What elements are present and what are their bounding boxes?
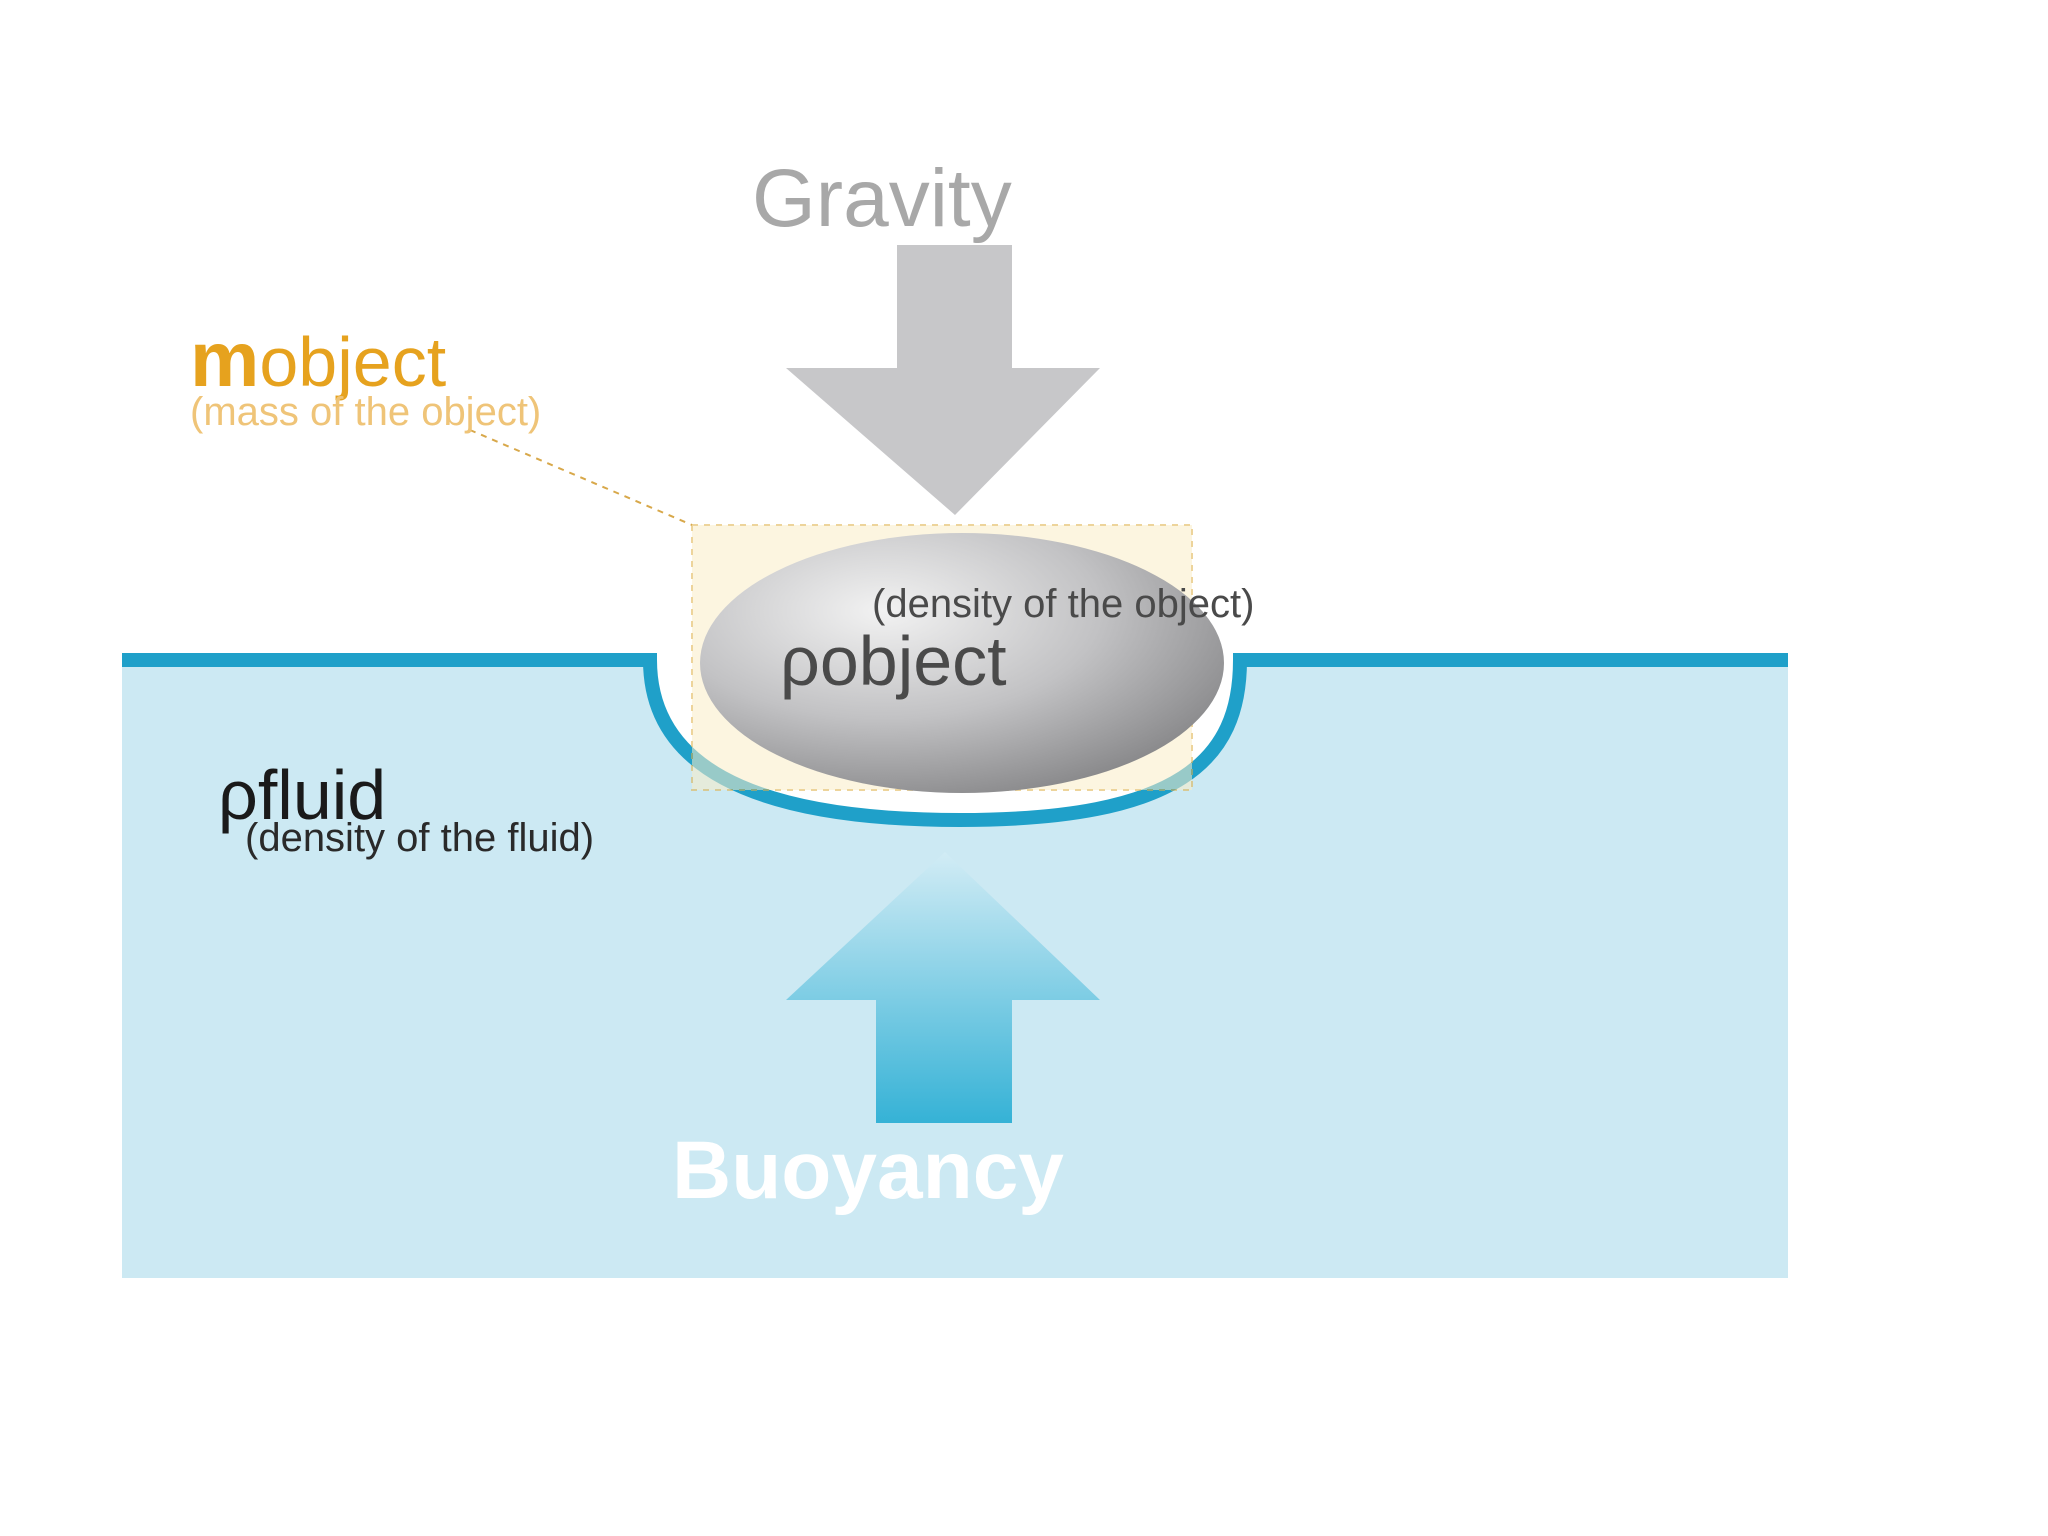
object-density-symbol-label: ρobject [780,626,1007,696]
object-sphere [700,533,1224,793]
mass-leader-line [469,429,693,526]
fluid-surface-line [122,653,1788,828]
gravity-arrow [786,245,1100,515]
object-density-description: (density of the object) [872,582,1255,626]
mass-description: (mass of the object) [190,390,542,434]
fluid-density-symbol-label: ρfluid [218,760,386,830]
gravity-label: Gravity [752,153,1012,244]
fluid-density-subscript: fluid [257,756,387,834]
mass-symbol-label: mobject [190,320,446,398]
buoyancy-arrow [786,852,1100,1123]
object-density-symbol: ρ [780,622,820,700]
object-density-subscript: object [819,622,1007,700]
mass-symbol: m [190,315,260,403]
fluid-density-symbol: ρ [218,756,258,834]
fluid-density-description: (density of the fluid) [245,816,595,860]
buoyancy-label: Buoyancy [672,1125,1064,1216]
mass-subscript: object [259,323,447,401]
